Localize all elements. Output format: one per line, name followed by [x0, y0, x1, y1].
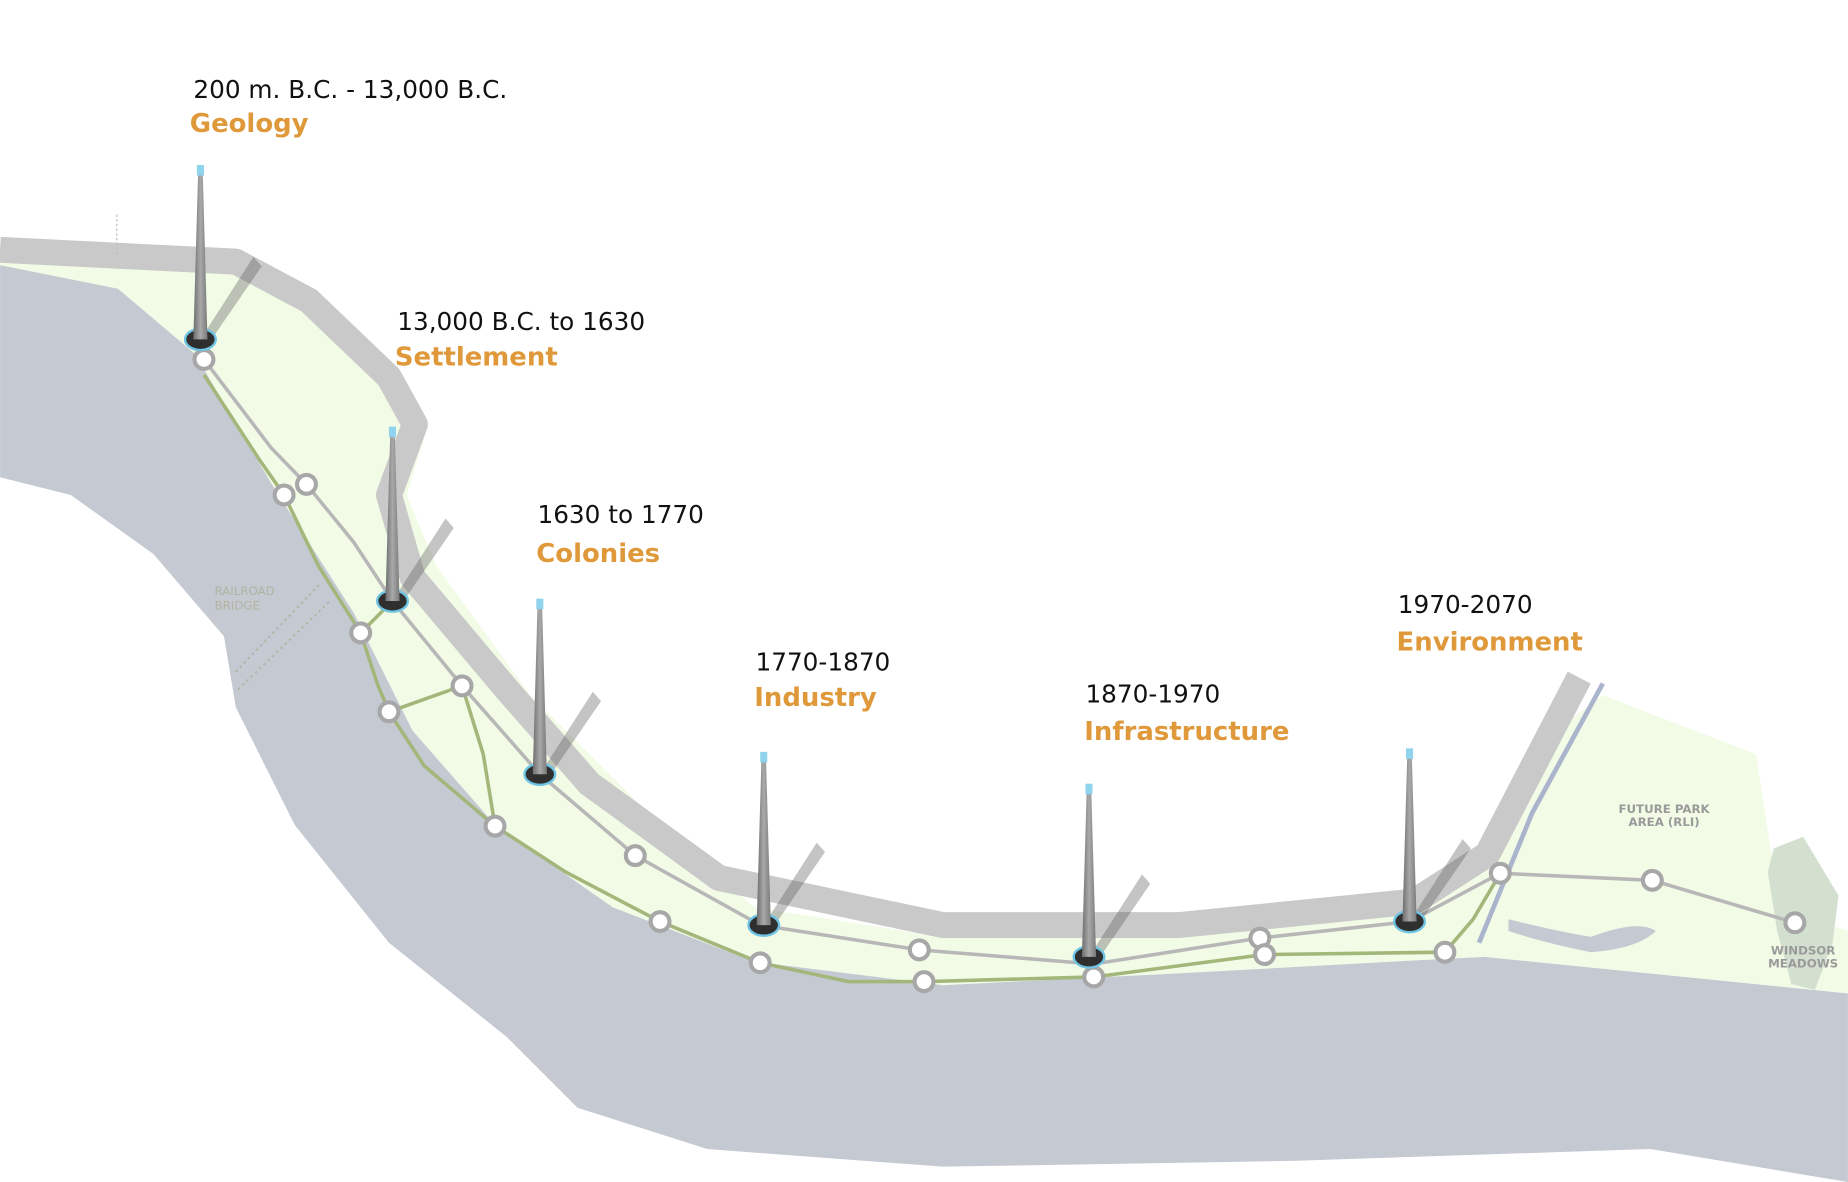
trail-node[interactable]	[349, 621, 373, 645]
trail-node[interactable]	[1640, 868, 1664, 892]
road	[0, 236, 1591, 939]
era-tower-icon[interactable]	[523, 598, 602, 787]
trail-node[interactable]	[907, 938, 931, 962]
trail-node[interactable]	[483, 814, 507, 838]
trail-node[interactable]	[1783, 911, 1807, 935]
era-date: 1870-1970	[1085, 679, 1220, 708]
era-date: 13,000 B.C. to 1630	[397, 307, 645, 336]
future-park-label: AREA (RLI)	[1629, 815, 1700, 829]
trail-node[interactable]	[748, 951, 772, 975]
trail-node[interactable]	[1082, 965, 1106, 989]
era-tower-icon[interactable]	[747, 751, 826, 937]
era-date: 200 m. B.C. - 13,000 B.C.	[193, 75, 507, 104]
trail-node[interactable]	[450, 674, 474, 698]
river	[0, 265, 1848, 1182]
railroad-bridge	[235, 582, 331, 691]
trail-nodes	[192, 347, 1807, 994]
era-title[interactable]: Settlement	[395, 342, 558, 372]
railroad-bridge-label: RAILROAD	[215, 584, 275, 598]
era-title[interactable]: Industry	[754, 683, 877, 713]
windsor-meadows-label: MEADOWS	[1768, 957, 1838, 971]
meadows-marsh	[1767, 836, 1839, 990]
era-tower-icon[interactable]	[183, 164, 262, 352]
trail-node[interactable]	[912, 970, 936, 994]
era-title[interactable]: Colonies	[536, 539, 660, 569]
trail-node[interactable]	[192, 347, 216, 371]
trail-node[interactable]	[272, 483, 296, 507]
era-tower-icon[interactable]	[376, 426, 454, 613]
era-tower-icon[interactable]	[1072, 783, 1151, 969]
trail-node[interactable]	[1433, 940, 1457, 964]
trail-node[interactable]	[623, 844, 647, 868]
era-date: 1970-2070	[1398, 590, 1533, 619]
inlet	[1508, 919, 1656, 953]
railroad-bridge-label: BRIDGE	[215, 598, 260, 612]
era-date: 1630 to 1770	[537, 500, 703, 529]
era-date: 1770-1870	[755, 648, 890, 677]
trail-node[interactable]	[648, 910, 672, 934]
trail-node[interactable]	[377, 700, 401, 724]
trail-node[interactable]	[294, 472, 318, 496]
windsor-meadows-label: WINDSOR	[1771, 944, 1836, 958]
era-title[interactable]: Infrastructure	[1084, 717, 1289, 747]
era-title[interactable]: Geology	[190, 109, 309, 139]
trail-gray	[202, 358, 1796, 966]
trail-node[interactable]	[1253, 943, 1277, 967]
trail-node[interactable]	[1488, 861, 1512, 885]
era-title[interactable]: Environment	[1397, 628, 1583, 658]
future-park-label: FUTURE PARK	[1618, 802, 1710, 816]
rail-line	[1476, 682, 1605, 944]
era-tower-icon[interactable]	[1393, 748, 1471, 934]
